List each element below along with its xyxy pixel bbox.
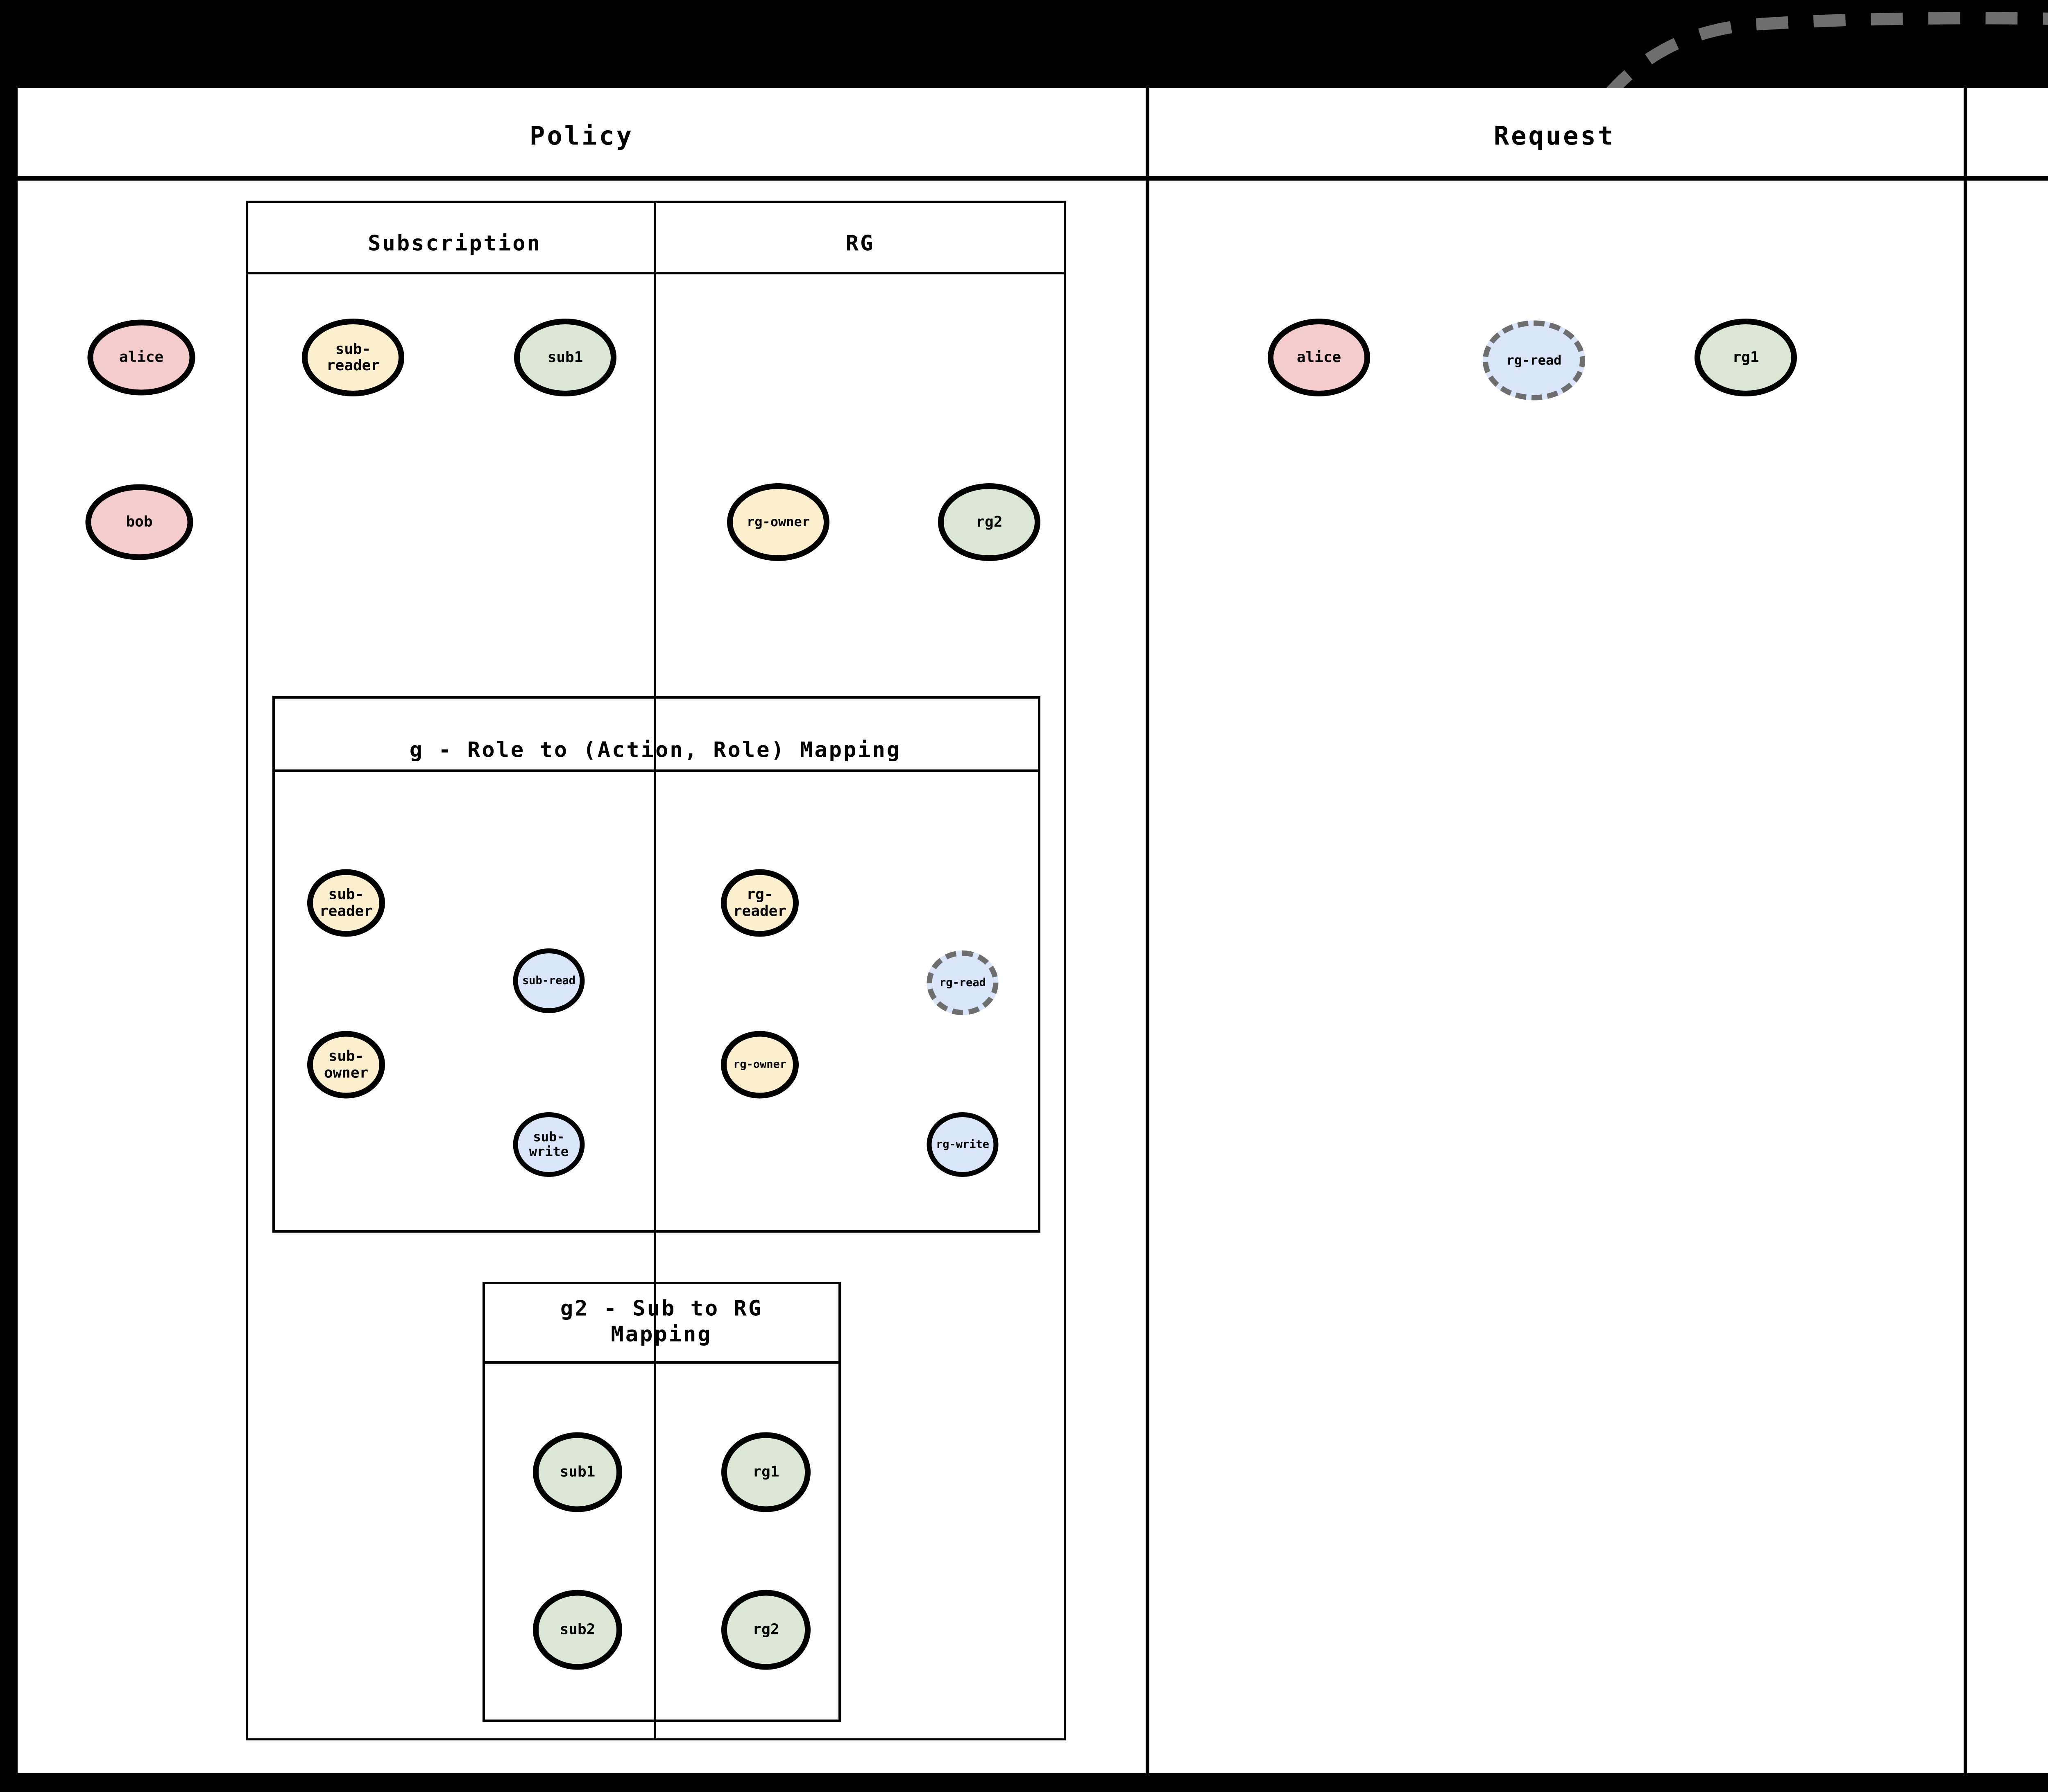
- g-node-sub-reader[interactable]: sub- reader: [307, 869, 385, 937]
- g2-node-sub2[interactable]: sub2: [533, 1590, 622, 1670]
- g-mapping-table-column-divider: [654, 696, 656, 1233]
- policy-node-bob[interactable]: bob: [85, 484, 193, 560]
- g-mapping-table-title: g - Role to (Action, Role) Mapping: [409, 738, 902, 763]
- g-node-sub-owner[interactable]: sub- owner: [307, 1031, 385, 1099]
- policy-node-rg-owner[interactable]: rg-owner: [727, 483, 829, 561]
- g-node-rg-write[interactable]: rg-write: [927, 1112, 999, 1177]
- g2-mapping-table-header: [483, 1282, 841, 1364]
- g-node-rg-owner[interactable]: rg-owner: [721, 1031, 799, 1099]
- policy-header-row: [246, 201, 1066, 274]
- g-mapping-table: [272, 696, 1040, 1233]
- policy-node-alice[interactable]: alice: [87, 319, 195, 396]
- policy-column-header-rg: RG: [845, 231, 875, 256]
- g-node-sub-read[interactable]: sub-read: [513, 948, 585, 1013]
- lane-divider-policy-request: [1146, 88, 1149, 1773]
- g-node-sub-write[interactable]: sub- write: [513, 1112, 585, 1177]
- policy-column-header-subscription: Subscription: [368, 231, 541, 256]
- policy-node-rg2[interactable]: rg2: [938, 483, 1040, 561]
- g2-node-rg2[interactable]: rg2: [721, 1590, 811, 1670]
- policy-node-sub-reader[interactable]: sub- reader: [302, 319, 404, 396]
- request-node-rg-read[interactable]: rg-read: [1483, 320, 1585, 400]
- lane-title-policy: Policy: [530, 121, 634, 151]
- g-node-rg-read[interactable]: rg-read: [927, 950, 999, 1015]
- g2-node-rg1[interactable]: rg1: [721, 1432, 811, 1512]
- lane-header-separator: [18, 176, 2048, 181]
- lane-divider-request-matching: [1964, 88, 1967, 1773]
- lane-title-request: Request: [1493, 121, 1615, 151]
- g2-node-sub1[interactable]: sub1: [533, 1432, 622, 1512]
- g-mapping-table-header: [272, 696, 1040, 772]
- g2-mapping-table-title: g2 - Sub to RG Mapping: [560, 1296, 763, 1347]
- policy-node-sub1[interactable]: sub1: [514, 319, 616, 396]
- g-node-rg-reader[interactable]: rg- reader: [721, 869, 799, 937]
- request-node-rg1[interactable]: rg1: [1695, 319, 1797, 396]
- request-node-alice[interactable]: alice: [1268, 319, 1370, 396]
